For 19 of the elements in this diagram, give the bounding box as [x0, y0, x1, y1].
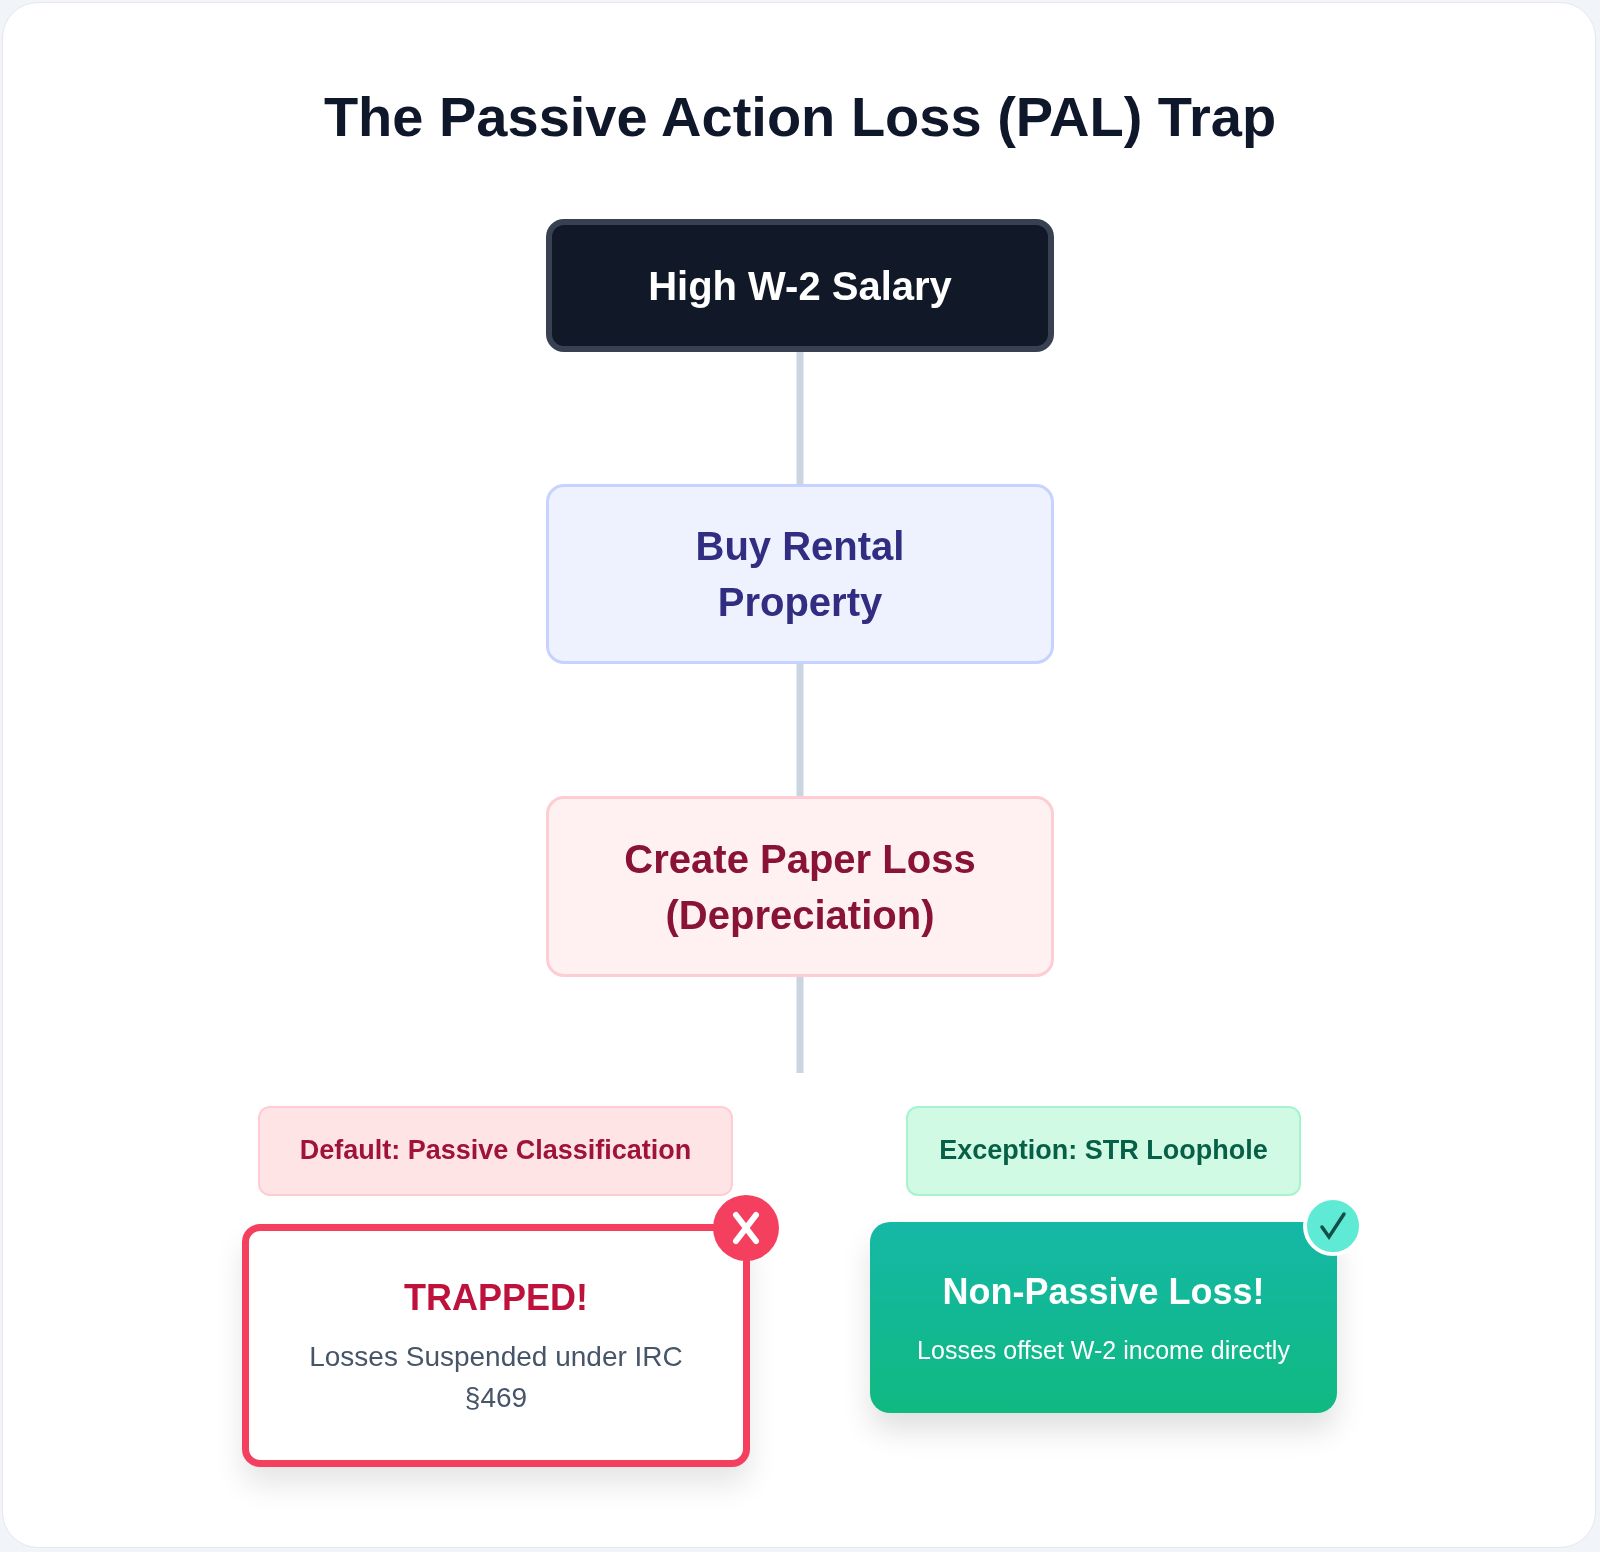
node-description: Losses offset W-2 income directly	[917, 1334, 1290, 1366]
node-description: Losses Suspended under IRC §469	[309, 1340, 683, 1415]
connector-line	[796, 664, 804, 796]
node-heading: Non-Passive Loss!	[942, 1270, 1265, 1315]
process-box	[546, 484, 1054, 664]
node-heading: Buy Rental Property	[694, 523, 906, 626]
node-heading: Default: Passive Classification	[299, 1134, 692, 1168]
node-heading: High W-2 Salary	[648, 262, 952, 310]
classification-tag	[906, 1106, 1301, 1196]
connector-line	[796, 352, 804, 484]
diagram-title: The Passive Action Loss (PAL) Trap	[322, 84, 1278, 149]
process-box	[546, 796, 1054, 977]
result-box	[870, 1222, 1337, 1413]
node-heading: TRAPPED!	[404, 1275, 588, 1320]
node-heading: Exception: STR Loophole	[939, 1134, 1268, 1168]
node-heading: Create Paper Loss (Depreciation)	[623, 835, 977, 939]
result-box	[242, 1224, 750, 1467]
process-box	[546, 219, 1054, 352]
classification-tag	[258, 1106, 733, 1196]
